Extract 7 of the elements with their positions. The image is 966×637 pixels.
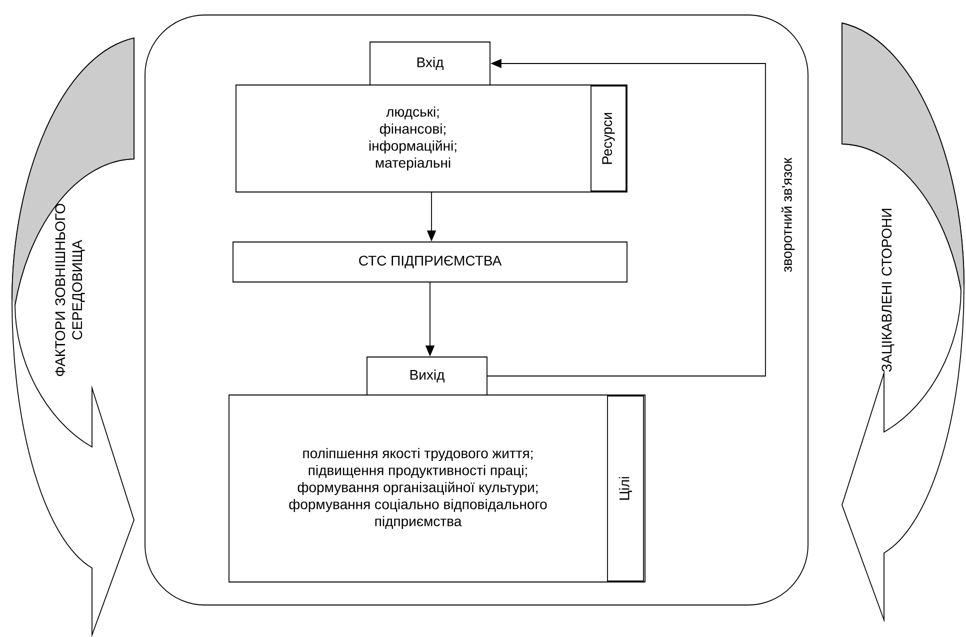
input-box: Вхід [370, 42, 490, 86]
output-box: Вихід [366, 356, 488, 396]
goals-cell: Цілі [607, 396, 644, 582]
enterprise-box: СТС ПІДПРИЄМСТВА [232, 242, 628, 282]
resources-cell: Ресурси [590, 86, 626, 192]
system-frame [144, 14, 808, 606]
edge-label: зворотний зв'язок [781, 158, 795, 272]
